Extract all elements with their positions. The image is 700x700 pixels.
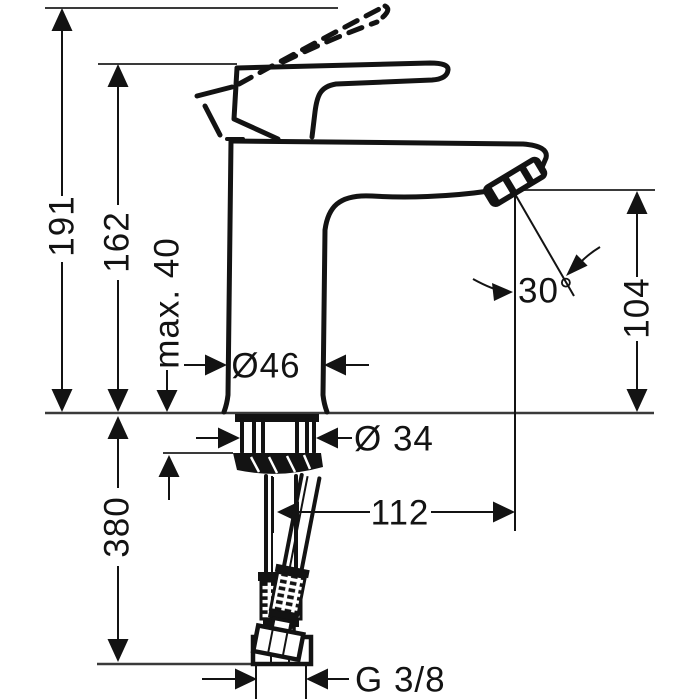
- faucet-body: [221, 138, 549, 415]
- supply-hose-angled: [250, 473, 322, 663]
- dimension-total-height: 191: [43, 8, 82, 412]
- dimension-shank-diameter: Ø 34: [196, 420, 434, 459]
- mounting-shank: [235, 414, 319, 454]
- dimension-body-diameter: Ø46: [184, 347, 369, 386]
- outlet-height-label: 104: [618, 277, 657, 338]
- body-diameter-label: Ø46: [231, 347, 300, 386]
- dimension-hose-length: 380: [98, 416, 137, 662]
- total-height-label: 191: [43, 195, 82, 256]
- spout-aerator: [482, 156, 548, 208]
- thread-extension-lines: [255, 666, 307, 699]
- mounting-washer: [233, 453, 323, 474]
- angle-30-detail: 30°: [472, 193, 601, 531]
- shank-diameter-label: Ø 34: [354, 420, 434, 459]
- dimension-outlet-height: 104: [618, 191, 657, 412]
- angle-arrow-right: [566, 254, 588, 276]
- spout-top-height-label: 162: [98, 211, 137, 272]
- max-mount-thickness-label: max. 40: [148, 237, 187, 369]
- pivot-stroke-lower: [202, 103, 223, 138]
- thread-size-label: G 3/8: [355, 661, 446, 700]
- pivot-stroke-upper: [194, 84, 235, 99]
- spray-angle-label: 30°: [518, 272, 574, 311]
- angle-arrow-left: [492, 283, 513, 301]
- hose-nut-angled: [250, 622, 306, 663]
- dimension-spout-top-height: 162: [98, 64, 137, 412]
- dimension-max-mount-thickness: max. 40: [148, 237, 187, 500]
- angled-spray-line: [514, 193, 575, 297]
- spout-reach-label: 112: [371, 494, 430, 533]
- dimension-thread-size: G 3/8: [202, 661, 446, 700]
- hose-length-label: 380: [98, 496, 137, 557]
- reference-lines: [45, 7, 655, 666]
- faucet-lever: [194, 60, 451, 142]
- lever-raised-dashed-outline: [236, 3, 391, 87]
